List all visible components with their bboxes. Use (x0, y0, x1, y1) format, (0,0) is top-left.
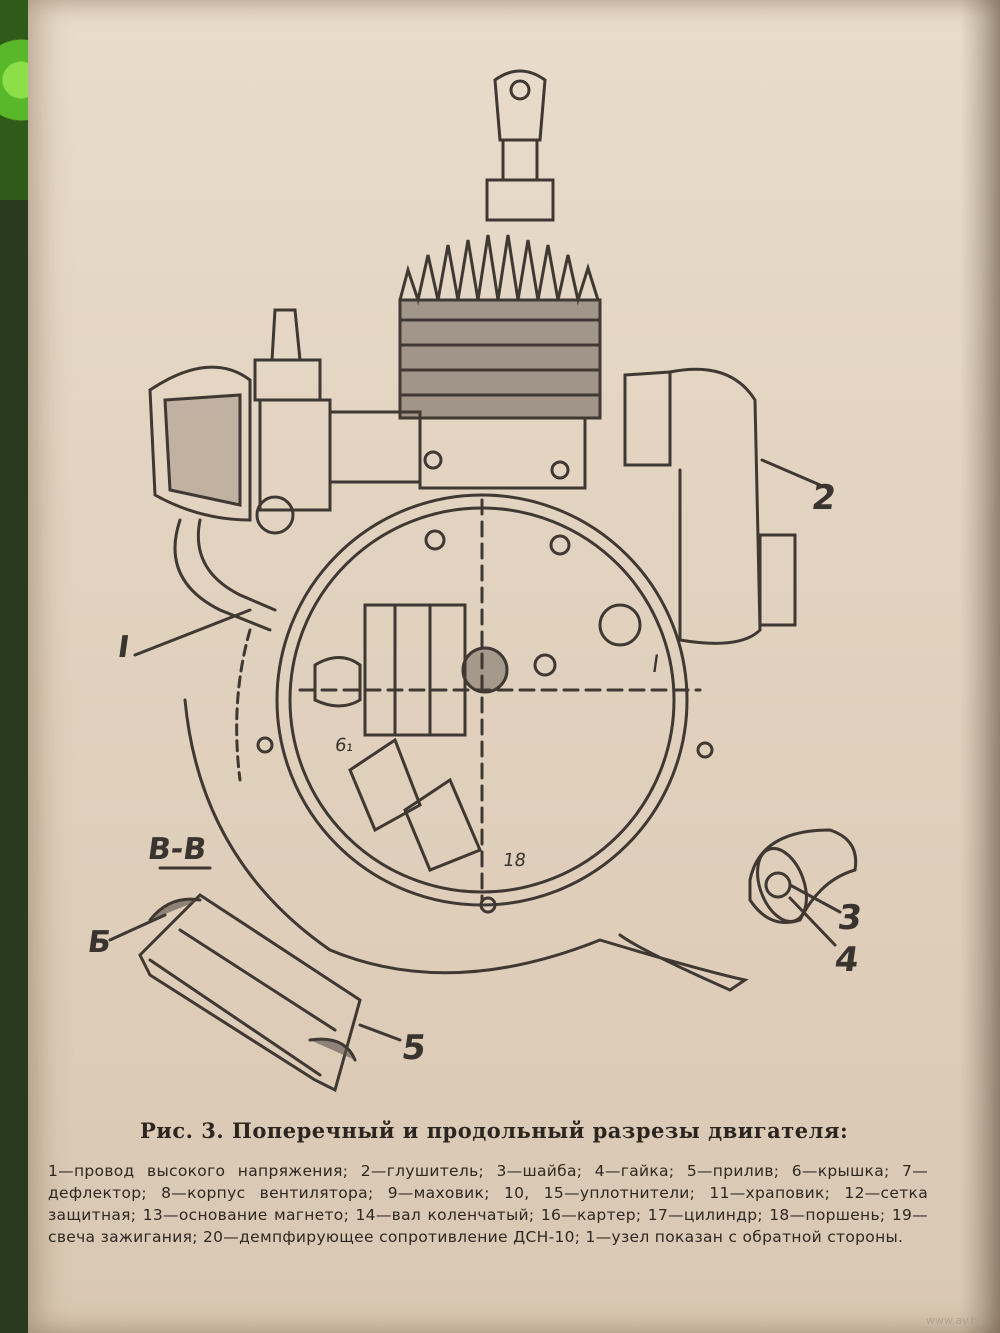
muffler-drawing (623, 367, 822, 645)
engine-cross-section-drawing (108, 69, 858, 1093)
page-edge-shadow (960, 0, 1000, 1333)
label-6-1: 6₁ (333, 735, 356, 756)
section-label-bb: В-В (145, 832, 209, 867)
cylinder-fins-drawing (398, 234, 602, 490)
crankcase-outline-drawing (183, 698, 749, 992)
label-18: 18 (501, 850, 528, 871)
magneto-flywheel-drawing (256, 493, 714, 914)
detail-nut-drawing (748, 828, 858, 947)
book-page (28, 0, 1000, 1333)
section-bb-drawing (108, 866, 402, 1093)
figure-caption: Рис. 3. Поперечный и продольный разрезы … (140, 1118, 849, 1143)
spark-plug-drawing (485, 69, 555, 222)
watermark: www.ay.by (925, 1314, 984, 1327)
figure-legend: 1—провод высокого напряжения; 2—глушител… (48, 1162, 928, 1246)
carburetor-drawing (148, 308, 422, 632)
